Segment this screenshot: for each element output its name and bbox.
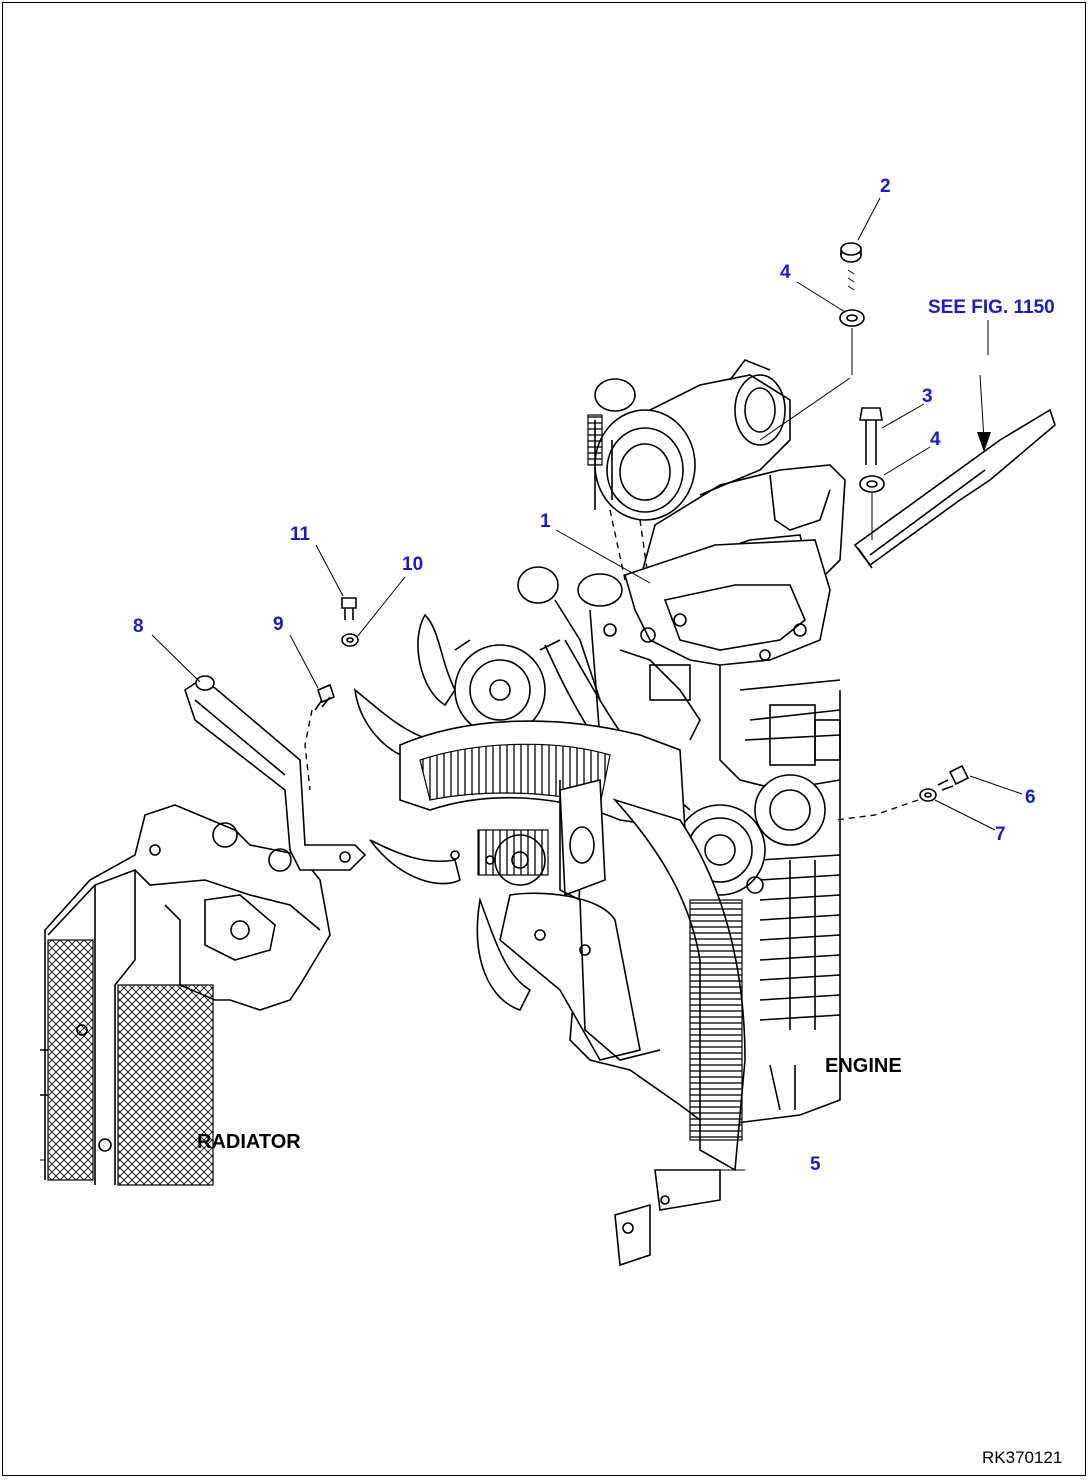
washer-item-4-lower [859,475,885,540]
callout-4-lower: 4 [930,429,941,450]
washer-item-10 [341,633,359,647]
callout-11: 11 [290,524,311,545]
callout-7: 7 [995,824,1006,845]
fan-guard [399,720,746,1267]
callout-9: 9 [273,614,284,635]
engine [440,359,846,1126]
callout-5: 5 [810,1154,821,1175]
callout-10: 10 [402,554,423,575]
bolt-item-3 [859,407,883,465]
cap-item-2 [840,242,862,291]
callout-labels: 2 4 3 4 1 11 10 8 9 6 7 5 [133,176,1036,1175]
figure-id: RK370121 [982,1448,1062,1467]
bracket-item-8 [184,675,367,871]
callout-1: 1 [540,511,551,532]
engine-label: ENGINE [825,1055,902,1077]
callout-8: 8 [133,616,144,637]
bolt-item-6 [937,764,970,791]
leader-lines [151,197,1023,1171]
radiator-label: RADIATOR [197,1131,301,1153]
callout-2: 2 [880,176,891,197]
bolt-item-11 [341,597,357,620]
washer-item-7 [834,788,937,821]
see-fig-reference: SEE FIG. 1150 [928,297,1055,318]
radiator [40,804,331,1186]
washer-item-4-upper [839,309,865,375]
stay-bar [853,408,1056,569]
callout-4-upper: 4 [780,262,791,283]
bolt-item-9 [304,683,335,791]
callout-6: 6 [1025,787,1036,808]
callout-3: 3 [922,386,933,407]
